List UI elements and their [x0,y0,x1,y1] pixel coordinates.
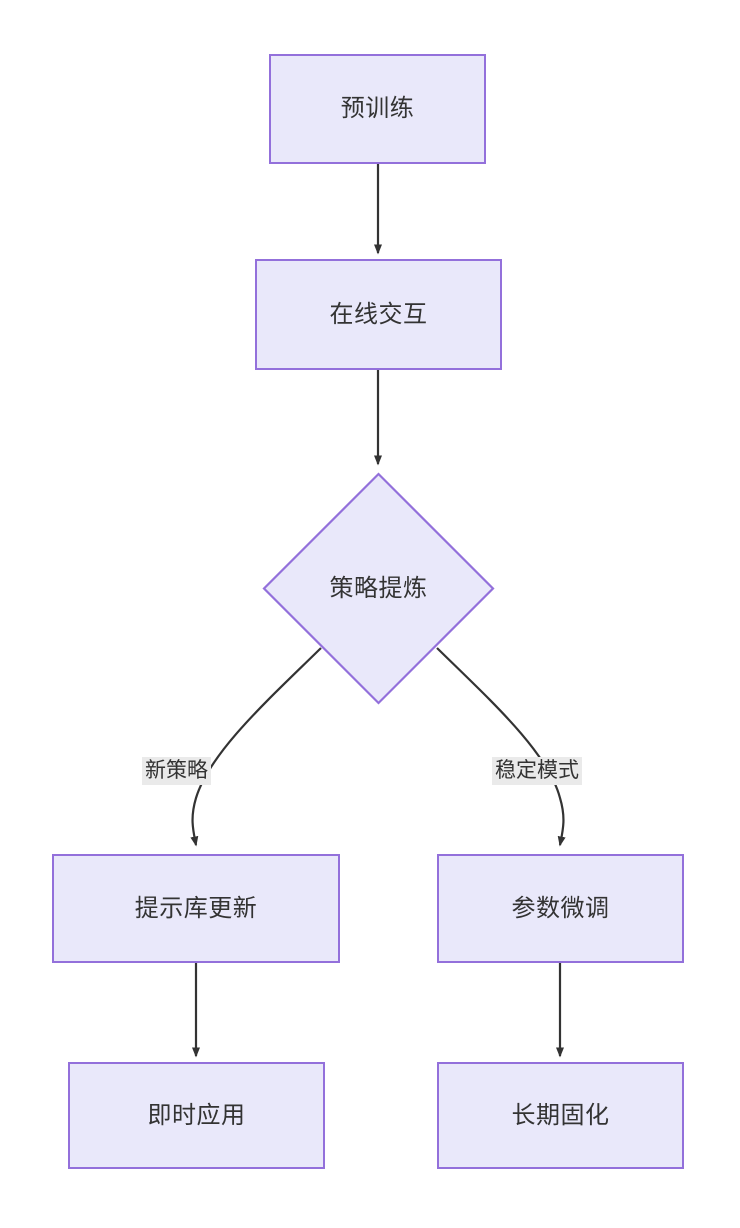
node-pretrain-label: 预训练 [340,95,415,122]
node-pretrain[interactable]: 预训练 [269,54,486,164]
edge-label-new-strategy: 新策略 [142,757,211,786]
node-prompt-library-update-label: 提示库更新 [134,894,258,922]
node-long-term-consolidation[interactable]: 长期固化 [437,1062,684,1169]
node-strategy-distillation[interactable]: 策略提炼 [262,472,495,705]
node-strategy-distillation-label: 策略提炼 [329,574,428,602]
node-prompt-library-update[interactable]: 提示库更新 [52,854,340,963]
edge-label-stable-mode-text: 稳定模式 [495,759,579,782]
diamond-shape-icon [262,472,495,705]
node-parameter-fine-tuning-label: 参数微调 [511,894,610,922]
node-online-interaction-label: 在线交互 [329,300,428,328]
node-instant-application-label: 即时应用 [147,1101,246,1129]
node-online-interaction[interactable]: 在线交互 [255,259,502,370]
node-instant-application[interactable]: 即时应用 [68,1062,325,1169]
edge-label-new-strategy-text: 新策略 [145,759,208,782]
edge-label-stable-mode: 稳定模式 [492,757,582,786]
node-parameter-fine-tuning[interactable]: 参数微调 [437,854,684,963]
node-long-term-consolidation-label: 长期固化 [511,1101,610,1129]
